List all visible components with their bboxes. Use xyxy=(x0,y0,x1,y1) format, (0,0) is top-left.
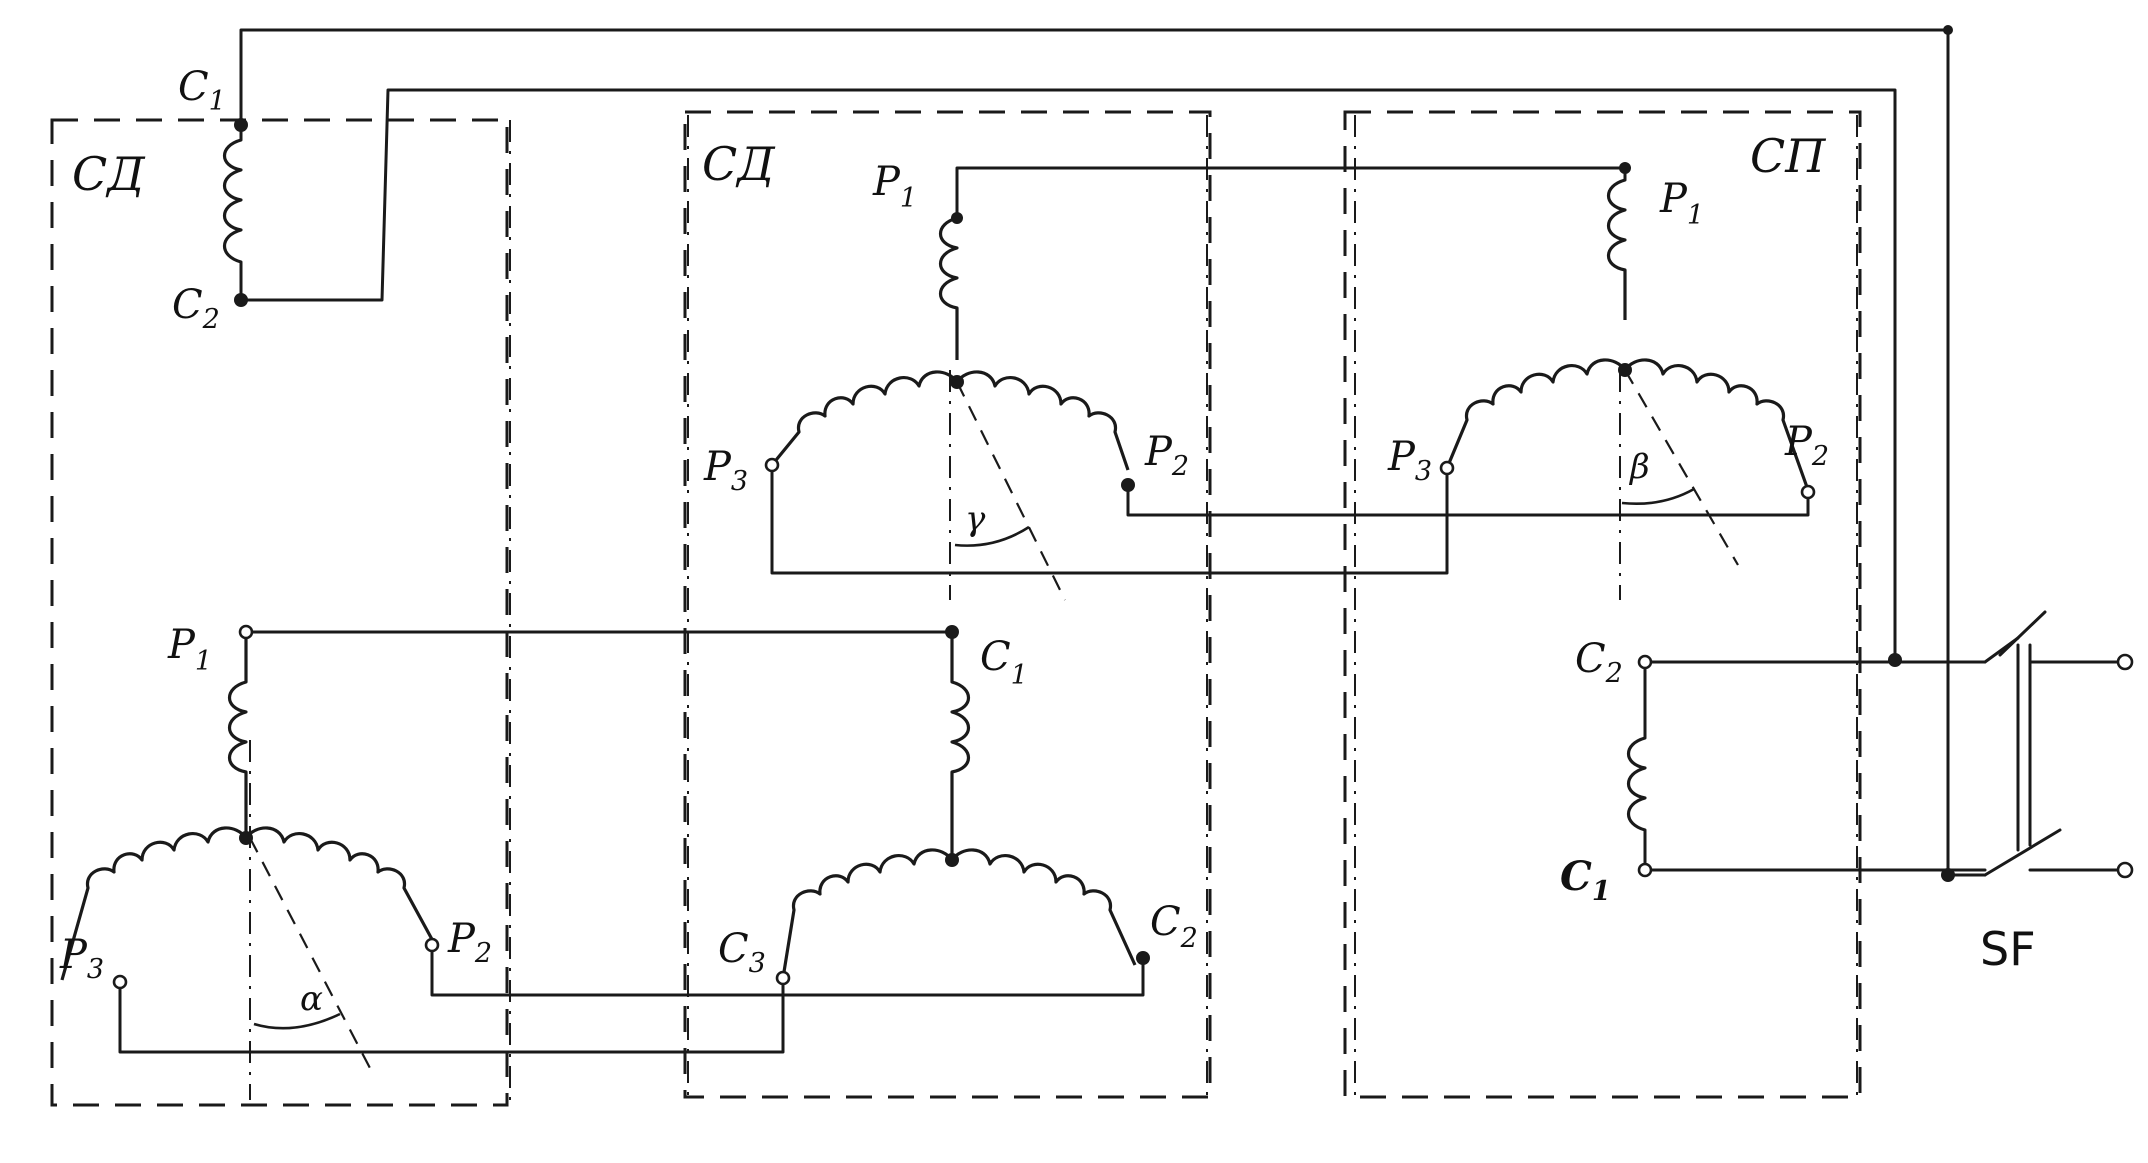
label-bottom-p3: P3 xyxy=(59,932,104,985)
node-bottom-c1 xyxy=(945,625,959,639)
terminal-sf-out-bottom xyxy=(2116,861,2134,879)
coil-right-rotor-p3 xyxy=(1445,358,1627,469)
coil-right-rotor-p1 xyxy=(1607,178,1627,320)
wire-top-supply xyxy=(239,28,1987,877)
terminal-right-p3 xyxy=(1439,460,1455,476)
arc-beta xyxy=(1621,487,1695,505)
node-bottom-rotor-center xyxy=(239,831,253,845)
coil-right-rotor-p2 xyxy=(1623,358,1810,491)
wire-bottom-p2-c3 xyxy=(430,943,1145,997)
label-right-p2: P2 xyxy=(1784,419,1829,472)
box-middle-sd xyxy=(683,110,1212,1099)
coil-mid-rotor-p1 xyxy=(939,216,959,360)
nodes xyxy=(112,25,2134,990)
node-right-c1-junction xyxy=(1941,868,1955,882)
arc-alpha xyxy=(253,1012,341,1030)
enclosure-boxes xyxy=(50,110,1862,1107)
box-right-title: СП xyxy=(1750,129,1826,183)
coil-bottom-rotor-p1 xyxy=(228,632,248,838)
wiring xyxy=(118,28,2122,1054)
labels: СД СД СП C1 C2 P1 P3 P2 γ P1 P3 P2 β P1 … xyxy=(59,64,2036,1019)
label-right-c2: C2 xyxy=(1575,636,1623,689)
terminal-right-c2 xyxy=(1637,654,1653,670)
box-middle-title: СД xyxy=(702,137,776,191)
node-mid-p2 xyxy=(1121,478,1135,492)
label-bottom-p2: P2 xyxy=(447,916,492,969)
terminal-mid-p3 xyxy=(764,457,780,473)
wire-p3-link xyxy=(770,463,1449,575)
node-right-supply xyxy=(1888,653,1902,667)
coil-bottom-rotor-p3 xyxy=(60,826,248,981)
box-right-sp xyxy=(1343,110,1862,1099)
label-bottom-c2: C2 xyxy=(1150,899,1198,954)
wire-bottom-p3-c3 xyxy=(118,976,785,1054)
node-c1-left xyxy=(234,118,248,132)
label-alpha: α xyxy=(300,979,323,1019)
coil-bottom-stator-c3 xyxy=(781,848,954,979)
node-bottom-c2 xyxy=(1136,951,1150,965)
box-left-title: СД xyxy=(72,147,146,201)
coil-bottom-stator-c1 xyxy=(950,632,970,860)
box-left-sd xyxy=(50,118,509,1107)
label-mid-p1: P1 xyxy=(872,159,917,214)
angle-indicators xyxy=(249,369,1739,1073)
coil-bottom-stator-c2 xyxy=(950,848,1137,966)
coils xyxy=(60,138,1810,981)
node-right-rotor-center xyxy=(1618,363,1632,377)
label-right-p1: P1 xyxy=(1659,176,1704,231)
axis-alpha xyxy=(249,837,373,1073)
node-mid-p1 xyxy=(951,212,963,224)
coil-bottom-rotor-p2 xyxy=(244,826,436,944)
label-switch-sf: SF xyxy=(1980,922,2036,976)
node-top-right-corner xyxy=(1943,25,1953,35)
label-bottom-p1: P1 xyxy=(167,622,212,677)
coil-left-stator xyxy=(223,138,243,264)
switch-actuator xyxy=(1998,610,2047,657)
terminal-right-c1 xyxy=(1637,862,1653,878)
node-c2-left xyxy=(234,293,248,307)
terminal-bottom-p3 xyxy=(112,974,128,990)
coil-right-stator xyxy=(1627,736,1647,832)
wire-p1-link-top xyxy=(955,166,1627,220)
label-mid-p3: P3 xyxy=(703,444,748,497)
coil-mid-rotor-p3 xyxy=(770,370,959,467)
label-right-c1: C1 xyxy=(1560,853,1611,907)
label-bottom-c3: C3 xyxy=(718,926,766,979)
wire-p2-link xyxy=(1126,483,1810,517)
node-bottom-stator-center xyxy=(945,853,959,867)
label-beta: β xyxy=(1628,447,1650,487)
terminal-bottom-c3 xyxy=(775,970,791,986)
node-mid-rotor-center xyxy=(950,375,964,389)
axis-beta xyxy=(1624,369,1739,566)
terminal-bottom-p2 xyxy=(424,937,440,953)
arc-gamma xyxy=(954,525,1030,547)
label-bottom-c1: C1 xyxy=(980,634,1028,691)
terminal-right-p2 xyxy=(1800,484,1816,500)
node-right-p1 xyxy=(1619,162,1631,174)
wire-second-supply xyxy=(239,88,1897,662)
centre-lines xyxy=(249,115,1858,1100)
label-mid-p2: P2 xyxy=(1144,429,1189,482)
label-c2-left: C2 xyxy=(172,282,220,335)
switch-lower-contact xyxy=(1983,828,2062,877)
terminal-sf-out-top xyxy=(2116,653,2134,671)
label-gamma: γ xyxy=(965,499,986,539)
terminal-bottom-p1 xyxy=(238,624,254,640)
label-right-p3: P3 xyxy=(1387,434,1432,487)
axis-gamma xyxy=(956,381,1066,601)
coil-mid-rotor-p2 xyxy=(955,370,1130,471)
label-c1-left: C1 xyxy=(178,64,226,117)
